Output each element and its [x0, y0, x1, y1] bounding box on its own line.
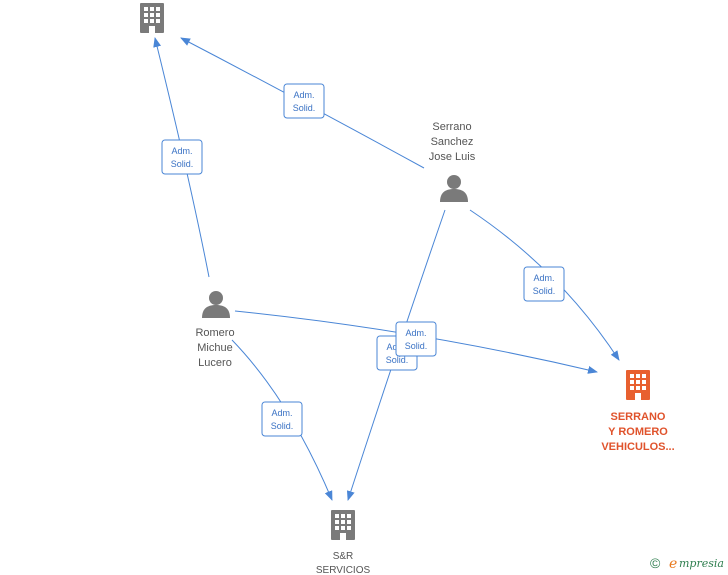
edge-label-serrano-top[interactable]: Adm. Solid.: [283, 83, 325, 119]
node-serrano-person[interactable]: Serrano Sanchez Jose Luis: [429, 121, 476, 202]
brand-watermark: © e mpresia: [650, 555, 724, 572]
edge-label-line2: Solid.: [271, 421, 294, 431]
edge-label-line1: Adm.: [171, 146, 192, 156]
edge-label-line1: Adm.: [533, 273, 554, 283]
edge-label-serrano-serrano-romero[interactable]: Adm. Solid.: [523, 266, 565, 302]
node-label-line: SERRANO: [610, 411, 665, 423]
node-serrano-romero-company[interactable]: SERRANO Y ROMERO VEHICULOS...: [601, 370, 675, 453]
node-label-line: Lucero: [198, 357, 232, 369]
node-label-line: Y ROMERO: [608, 426, 668, 438]
edge-label-line2: Solid.: [293, 103, 316, 113]
person-icon: [202, 291, 230, 318]
node-label-line: Michue: [197, 342, 232, 354]
copyright-symbol: ©: [650, 555, 661, 571]
person-icon: [440, 175, 468, 202]
edge-label-line1: Adm.: [271, 408, 292, 418]
node-sr-servicios-company[interactable]: S&R SERVICIOS: [316, 510, 371, 575]
edge-label-romero-sr-servicios[interactable]: Adm. Solid.: [261, 401, 303, 437]
brand-logo-text: mpresia: [679, 557, 724, 570]
edge-label-line2: Solid.: [171, 159, 194, 169]
node-label-line: SERVICIOS: [316, 565, 371, 575]
node-label-line: S&R: [333, 551, 354, 562]
building-icon: [626, 370, 650, 400]
node-company-top[interactable]: [140, 3, 164, 33]
node-romero-person[interactable]: Romero Michue Lucero: [195, 291, 235, 369]
building-icon: [140, 3, 164, 33]
brand-logo-initial: e: [669, 556, 677, 572]
node-label-line: VEHICULOS...: [601, 441, 674, 453]
building-icon: [331, 510, 355, 540]
node-label-line: Romero: [195, 327, 234, 339]
edge-label-line1: Adm.: [405, 328, 426, 338]
node-label-line: Jose Luis: [429, 151, 476, 163]
edge-label-line2: Solid.: [405, 341, 428, 351]
edge-label-line2: Solid.: [533, 286, 556, 296]
node-label-line: Serrano: [432, 121, 471, 133]
edge-label-line2: Solid.: [386, 355, 409, 365]
edge-label-line1: Adm.: [293, 90, 314, 100]
node-label-line: Sanchez: [431, 136, 474, 148]
edge-label-romero-top[interactable]: Adm. Solid.: [161, 139, 203, 175]
edge-label-romero-serrano-romero[interactable]: Adm. Solid.: [395, 321, 437, 357]
